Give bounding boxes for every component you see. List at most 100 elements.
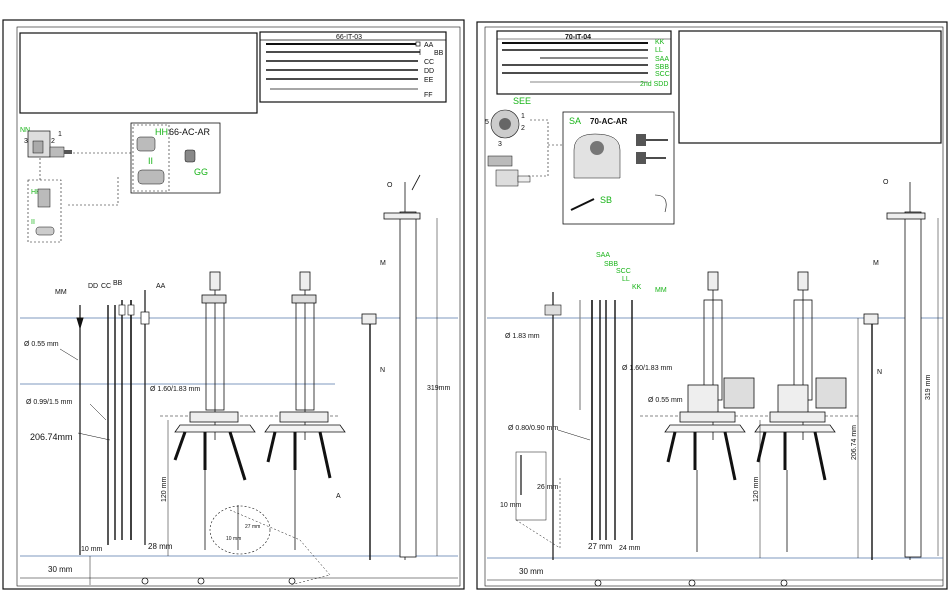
left-diam-055: Ø 0.55 mm (24, 341, 59, 348)
right-num-3: 3 (498, 141, 502, 148)
left-zoom-10: 10 mm (226, 536, 241, 542)
left-row-ff: FF (424, 92, 433, 99)
right-base-ring-2 (688, 579, 696, 587)
left-num-1: 1 (58, 131, 62, 138)
left-tip-cc: CC (101, 283, 111, 290)
right-row-scc: SCC (655, 71, 670, 78)
left-row-bb: BB (434, 50, 444, 57)
left-leader-099 (89, 403, 107, 421)
right-tip-sbb: SBB (604, 261, 618, 268)
right-instrument-table: 70-IT-04 KK LL SAA SBB SCC 2nd SDD (496, 30, 672, 95)
left-dim-30: 30 mm (48, 565, 73, 574)
right-leader-080 (557, 429, 591, 441)
right-dim-120: 120 mm (753, 477, 760, 502)
left-num-2: 2 (51, 138, 55, 145)
left-kit-code-ii: II (148, 156, 153, 166)
left-notes-box (19, 32, 258, 114)
left-box-ii: II (31, 219, 35, 226)
left-callout-n: N (380, 367, 385, 374)
right-row-kk: KK (655, 39, 665, 46)
left-code-nn: NN (20, 127, 30, 134)
right-dim-10: 10 mm (500, 502, 522, 509)
left-row-aa: AA (424, 42, 434, 49)
left-box-hh: HH (31, 189, 41, 196)
left-tip-mm: MM (55, 289, 67, 296)
right-callout-m: M (873, 260, 879, 267)
left-tip-aa: AA (156, 283, 166, 290)
right-base-ring-1 (594, 579, 602, 587)
right-diam-160: Ø 1.60/1.83 mm (622, 365, 672, 372)
left-kit-code-gg: GG (194, 167, 208, 177)
right-sheet-inner (484, 26, 944, 587)
left-clamp-detail: NN 1 2 3 (20, 127, 72, 158)
right-tip-mm: MM (655, 287, 667, 294)
right-notes-box (678, 30, 942, 144)
right-rods (544, 292, 633, 560)
left-row-dd: DD (424, 68, 434, 75)
right-stand-1 (664, 271, 755, 552)
right-num-2: 2 (521, 125, 525, 132)
right-callout-n: N (877, 369, 882, 376)
left-tip-dd: DD (88, 283, 98, 290)
right-row-saa: SAA (655, 56, 669, 63)
left-stand-2 (264, 271, 346, 550)
right-sheet-frame (476, 21, 948, 590)
right-dim-30: 30 mm (519, 567, 544, 576)
left-leader-length (77, 432, 111, 441)
left-table-title: 66-IT-03 (336, 34, 362, 41)
left-leader-dashed (39, 152, 133, 206)
right-see-detail: SEE 5 3 1 2 (485, 96, 531, 187)
right-num-1: 1 (521, 113, 525, 120)
left-row-ee: EE (424, 77, 434, 84)
left-dim-120: 120 mm (161, 477, 168, 502)
right-tip-ll: LL (622, 276, 630, 283)
right-kit-code-sb: SB (600, 195, 612, 205)
right-diam-080: Ø 0.80/0.90 mm (508, 425, 558, 432)
left-stand-1 (173, 271, 256, 550)
right-callout-o: O (883, 179, 889, 186)
left-zoom-detail: 27 mm 10 mm (209, 505, 331, 586)
right-tall-stand (863, 182, 939, 560)
left-diam-160: Ø 1.60/1.83 mm (150, 386, 200, 393)
left-kit-box: HH 66-AC-AR II GG (130, 122, 221, 194)
left-sheet-inner (16, 26, 461, 587)
right-leader-dashed (528, 119, 562, 177)
right-tip-kk: KK (632, 284, 642, 291)
right-row-sbb: SBB (655, 64, 669, 71)
left-callout-o: O (387, 182, 393, 189)
left-base-ring-1 (141, 577, 149, 585)
left-leader-055 (59, 348, 79, 361)
left-diam-099: Ø 0.99/1.5 mm (26, 399, 72, 406)
left-length: 206.74mm (30, 432, 73, 442)
left-rods (76, 290, 150, 555)
left-zoom-27: 27 mm (245, 524, 260, 530)
left-callout-m: M (380, 260, 386, 267)
left-instrument-table: 66-IT-03 AA BB CC DD EE FF (259, 31, 447, 103)
left-row-cc: CC (424, 59, 434, 66)
right-row-sdd: 2nd SDD (640, 81, 668, 88)
right-diam-055: Ø 0.55 mm (648, 397, 683, 404)
right-dim-319: 319 mm (925, 375, 932, 400)
right-row-ll: LL (655, 47, 663, 54)
right-tip-scc: SCC (616, 268, 631, 275)
left-base-ring-2 (197, 577, 205, 585)
left-sheet-frame (2, 19, 465, 590)
left-base-ring-3 (288, 577, 296, 585)
right-kit-code-sa: SA (569, 116, 581, 126)
left-dim-319: 319mm (427, 385, 451, 392)
right-num-5: 5 (485, 119, 489, 126)
right-dim-24: 24 mm (619, 545, 641, 552)
right-diam-183: Ø 1.83 mm (505, 333, 540, 340)
right-code-see: SEE (513, 96, 531, 106)
right-dim-27: 27 mm (588, 542, 613, 551)
left-hh-ii-box: HH II (27, 179, 62, 243)
left-num-3: 3 (24, 138, 28, 145)
right-base-ring-3 (780, 579, 788, 587)
right-table-title: 70-IT-04 (565, 34, 591, 41)
left-callout-a: A (336, 493, 341, 500)
right-zoom-detail: 26 mm 10 mm (500, 451, 561, 549)
right-dim-26: 26 mm (537, 484, 559, 491)
left-tall-stand (361, 174, 438, 560)
left-dim-28: 28 mm (148, 542, 173, 551)
